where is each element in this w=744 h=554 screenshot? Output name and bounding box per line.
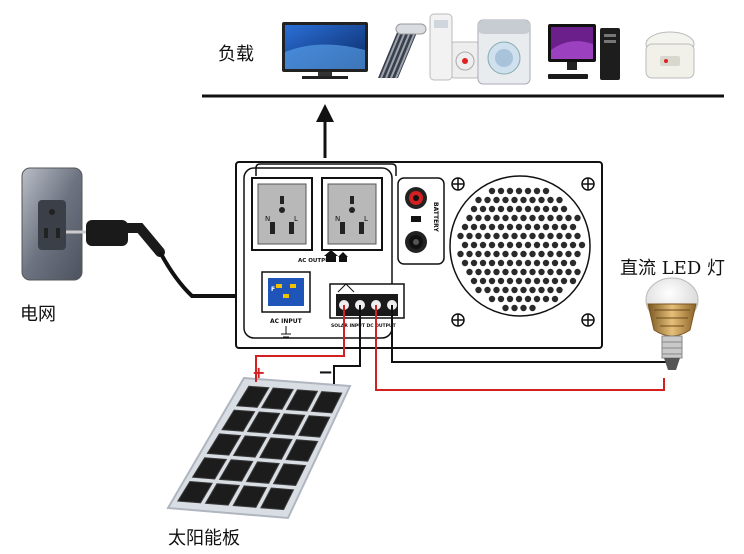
fan-grille xyxy=(449,175,591,317)
output-arrow xyxy=(316,104,334,158)
ac-output-socket-left xyxy=(251,177,313,251)
solar-water-heater-icon xyxy=(378,23,427,79)
solar-negative-wire xyxy=(333,305,361,384)
terminal-label: SOLAR INPUT DC OUTPUT xyxy=(331,323,397,329)
minus-sign: − xyxy=(318,362,333,383)
solar-panel-icon xyxy=(166,376,352,520)
led-lamp-icon xyxy=(645,277,699,370)
air-conditioner-icon xyxy=(429,13,479,81)
load-label: 负载 xyxy=(218,44,254,65)
battery-label: BATTERY xyxy=(432,202,439,232)
wall-outlet-icon xyxy=(21,167,83,281)
tv-icon xyxy=(282,22,368,79)
socket-right-n-label: N xyxy=(335,215,340,223)
dc-negative-wire xyxy=(391,305,676,363)
fuse-label: F xyxy=(271,286,275,293)
ac-output-label: AC OUTPUT xyxy=(298,258,334,264)
dc-positive-wire xyxy=(375,305,665,391)
socket-left-n-label: N xyxy=(265,215,270,223)
solar-positive-wire xyxy=(255,305,345,382)
ground-icon xyxy=(281,326,291,338)
rice-cooker-icon xyxy=(645,31,695,79)
screw-icon xyxy=(451,177,595,327)
dc-led-lamp-label: 直流 LED 灯 xyxy=(620,258,725,279)
ac-output-socket-right xyxy=(321,177,383,251)
socket-left-l-label: L xyxy=(294,215,298,223)
desktop-computer-icon xyxy=(548,24,620,80)
washing-machine-icon xyxy=(477,19,531,85)
solar-panel-label: 太阳能板 xyxy=(168,528,240,549)
plus-sign: + xyxy=(252,363,265,382)
socket-right-l-label: L xyxy=(364,215,368,223)
grid-label: 电网 xyxy=(20,304,56,325)
plug-icon xyxy=(66,220,165,257)
grid-cable xyxy=(158,251,268,298)
house-icon xyxy=(324,250,348,262)
ac-input-label: AC INPUT xyxy=(270,318,303,325)
battery-terminals xyxy=(397,177,445,265)
ac-input-connector xyxy=(261,271,311,313)
